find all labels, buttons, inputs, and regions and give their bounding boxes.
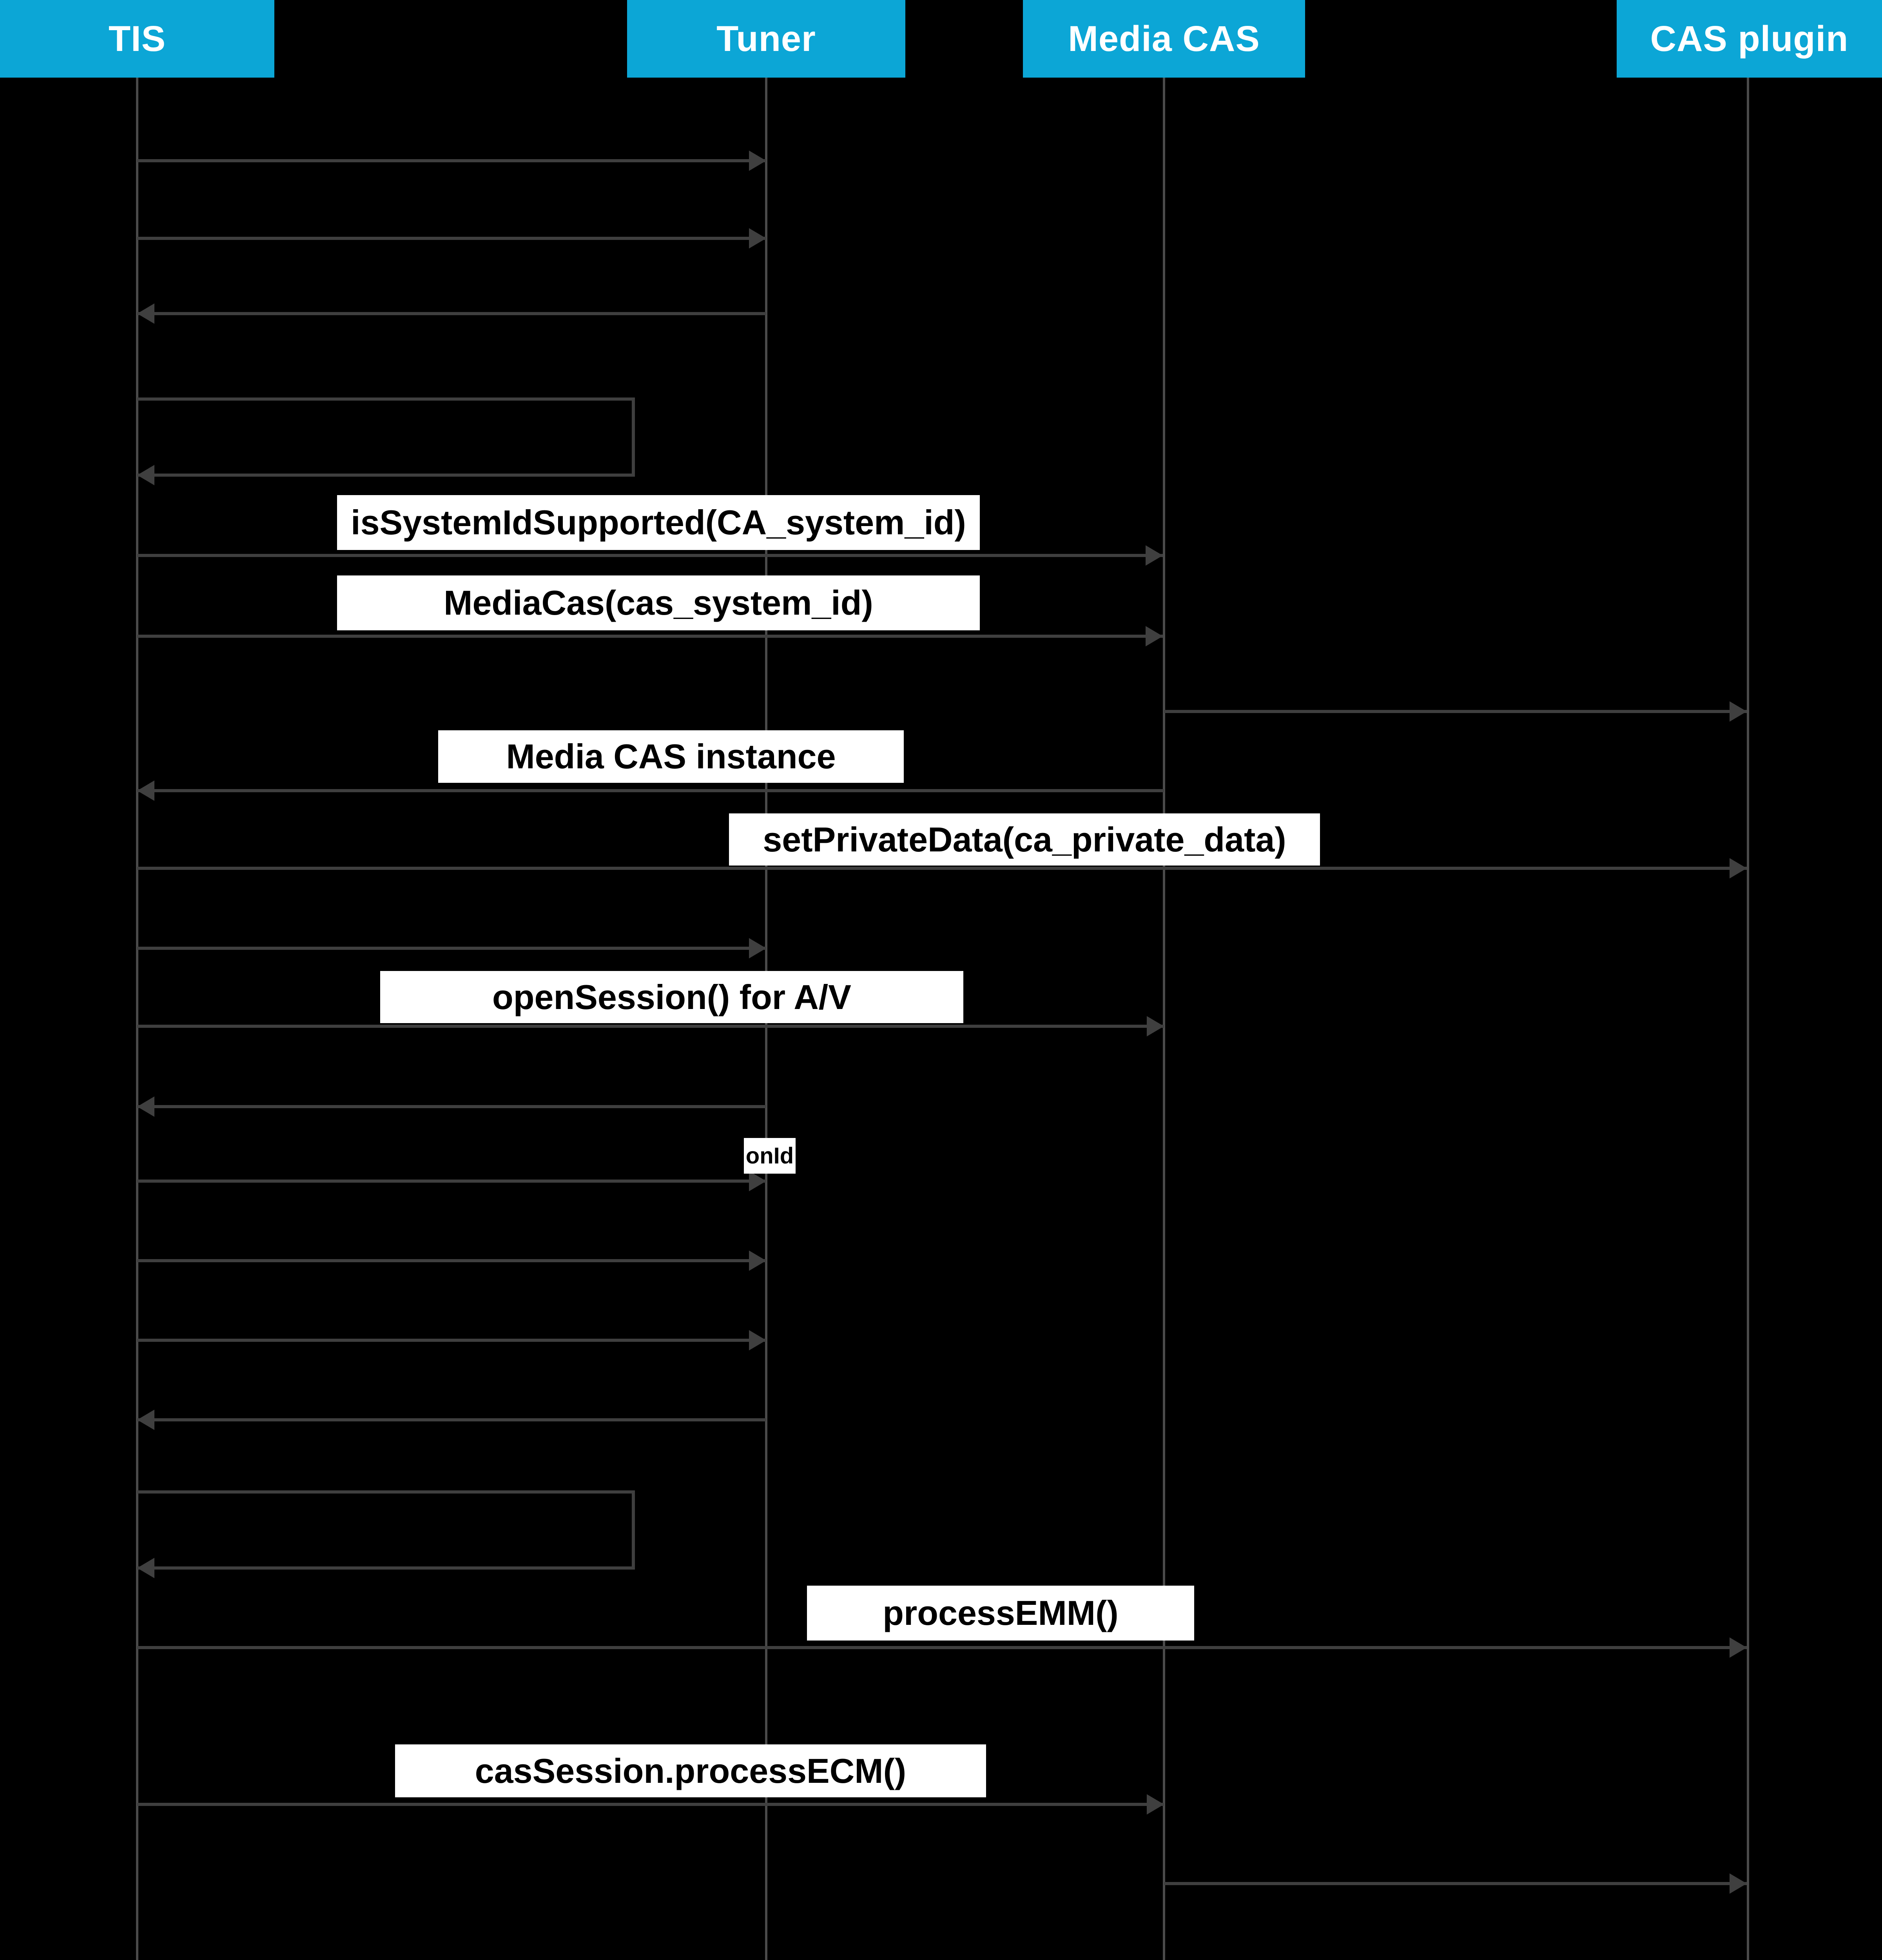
actor-header-casplugin-top: CAS plugin [1617, 0, 1882, 78]
message-arrow [137, 303, 766, 324]
actor-header-tis-top: TIS [0, 0, 274, 78]
message-arrow [137, 151, 766, 171]
self-loop-side [632, 1490, 635, 1570]
message-label-onid: onId [744, 1138, 796, 1174]
message-label-mediacas-instance: Media CAS instance [438, 730, 904, 783]
message-label-mediacas: MediaCas(cas_system_id) [337, 575, 980, 630]
message-arrow-mediacas-instance [137, 780, 1164, 801]
self-loop-return [137, 465, 635, 485]
message-arrow [137, 1096, 766, 1117]
self-loop-top [137, 1490, 635, 1494]
message-arrow [137, 938, 766, 958]
message-arrow [137, 1330, 766, 1350]
actor-header-mediacas-top: Media CAS [1023, 0, 1305, 78]
actor-header-tuner-top: Tuner [627, 0, 905, 78]
lifeline-mediacas [1163, 78, 1165, 1960]
message-label-processecm: casSession.processECM() [395, 1744, 986, 1797]
message-label-setprivatedata: setPrivateData(ca_private_data) [729, 813, 1320, 866]
message-arrow [137, 228, 766, 249]
message-arrow [137, 1250, 766, 1271]
message-arrow [137, 1410, 766, 1430]
lifeline-casplugin [1747, 78, 1749, 1960]
self-loop-top [137, 397, 635, 401]
message-arrow-processecm [137, 1794, 1164, 1815]
message-arrow-mediacas [137, 626, 1163, 646]
message-label-opensession: openSession() for A/V [380, 971, 963, 1023]
message-arrow [137, 1171, 766, 1191]
message-arrow [1164, 701, 1747, 722]
message-label-processemm: processEMM() [807, 1586, 1194, 1641]
lifeline-tis [136, 78, 138, 1960]
message-arrow-issystemidsupported [137, 545, 1163, 566]
message-label-issystemidsupported: isSystemIdSupported(CA_system_id) [337, 495, 980, 550]
self-loop-side [632, 397, 635, 477]
message-arrow-opensession [137, 1016, 1164, 1036]
message-arrow-setprivatedata [137, 858, 1747, 878]
message-arrow-processemm [137, 1637, 1747, 1658]
message-arrow [1164, 1873, 1747, 1894]
self-loop-return [137, 1558, 635, 1578]
